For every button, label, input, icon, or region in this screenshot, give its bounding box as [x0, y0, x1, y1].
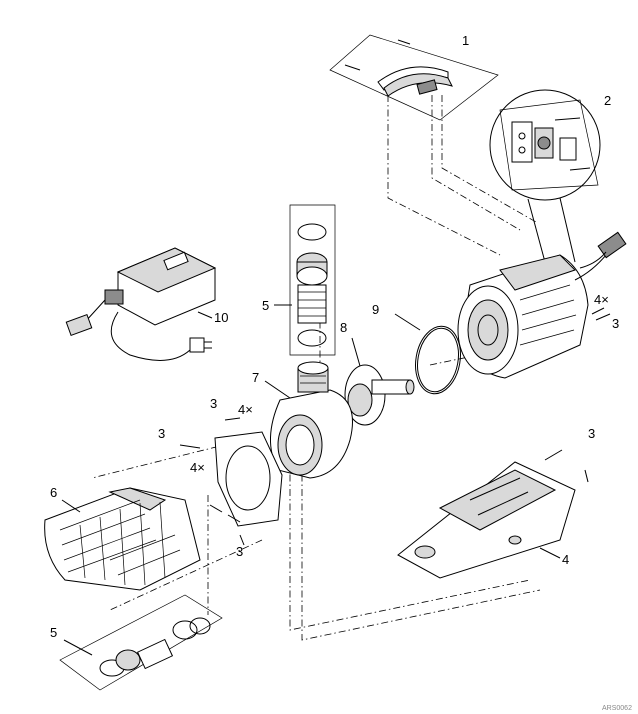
callout-1: 1	[462, 33, 469, 48]
part-1-handle	[329, 34, 499, 121]
callout-2: 2	[604, 93, 611, 108]
part-6-filter-basket	[44, 487, 201, 591]
callout-4x-upper: 4×	[238, 402, 253, 417]
callout-8: 8	[340, 320, 347, 335]
callout-3-upper: 3	[210, 396, 217, 411]
callout-3-left: 3	[158, 426, 165, 441]
reference-code: ARS0062	[602, 705, 632, 712]
callout-9: 9	[372, 302, 379, 317]
callout-3-lower: 3	[236, 544, 243, 559]
part-8-impeller	[344, 337, 415, 426]
screws-motor	[591, 307, 611, 321]
part-10-transformer	[65, 247, 217, 361]
part-2-detail-circle	[489, 89, 601, 263]
callout-5-top: 5	[262, 298, 269, 313]
callout-6: 6	[50, 485, 57, 500]
callout-4x-left: 4×	[190, 460, 205, 475]
callout-7: 7	[252, 370, 259, 385]
part-5-fitting-set-bottom	[59, 594, 223, 691]
front-plate	[179, 417, 283, 546]
part-7-pump-housing	[264, 361, 353, 479]
callout-3-right: 3	[612, 316, 619, 331]
callout-4x-right: 4×	[594, 292, 609, 307]
part-9-o-ring	[394, 313, 461, 395]
callout-4: 4	[562, 552, 569, 567]
callout-10: 10	[214, 310, 228, 325]
callout-3-base: 3	[588, 426, 595, 441]
callout-5-bottom: 5	[50, 625, 57, 640]
part-4-base	[397, 449, 589, 579]
motor-housing	[457, 231, 627, 379]
part-5-fitting-set-top	[274, 204, 336, 356]
